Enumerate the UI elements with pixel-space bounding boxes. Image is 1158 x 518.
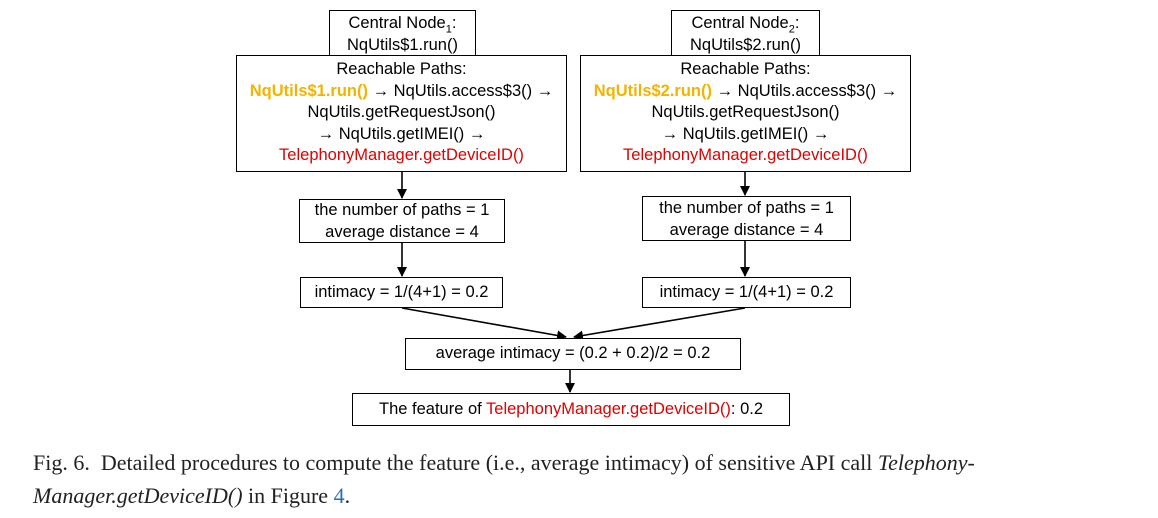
right-path-stats-box: the number of paths = 1 average distance… [642,196,851,241]
right-central-node-method: NqUtils$2.run() [690,35,801,54]
caption-api-part-2: Manager.getDeviceID() [33,483,243,508]
right-central-node-title: Central Node2: [691,14,800,36]
average-intimacy-box: average intimacy = (0.2 + 0.2)/2 = 0.2 [405,338,741,370]
feature-api: TelephonyManager.getDeviceID() [486,400,731,418]
figure-reference-link[interactable]: 4 [333,483,345,508]
right-reachable-paths-box: Reachable Paths: NqUtils$2.run() → NqUti… [580,55,911,172]
left-central-node-method: NqUtils$1.run() [347,35,458,54]
arrow-right-intimacy-to-average [573,307,746,341]
caption-label: Fig. 6. [33,450,90,475]
right-path-line-1: NqUtils$2.run() → NqUtils.access$3() → [593,81,898,100]
average-intimacy: average intimacy = (0.2 + 0.2)/2 = 0.2 [435,344,711,362]
feature-box: The feature of TelephonyManager.getDevic… [352,393,790,426]
right-num-paths: the number of paths = 1 [659,199,834,217]
right-paths-title: Reachable Paths: [680,60,811,78]
right-central-node-box: Central Node2: NqUtils$2.run() [671,10,820,57]
left-central-node-title: Central Node1: [348,14,457,36]
right-path-line-2: NqUtils.getRequestJson() [651,103,840,121]
left-avg-distance: average distance = 4 [325,222,479,241]
left-path-end: TelephonyManager.getDeviceID() [279,146,524,164]
right-path-end: TelephonyManager.getDeviceID() [623,146,868,164]
caption-text: Detailed procedures to compute the featu… [100,450,878,475]
right-intimacy-box: intimacy = 1/(4+1) = 0.2 [642,277,851,308]
caption-api-part-1: Telephony- [877,450,975,475]
left-central-node-box: Central Node1: NqUtils$1.run() [329,10,476,57]
right-intimacy: intimacy = 1/(4+1) = 0.2 [659,283,834,301]
left-num-paths: the number of paths = 1 [314,201,490,219]
left-path-line-1: NqUtils$1.run() → NqUtils.access$3() → [249,81,554,100]
left-path-line-2: NqUtils.getRequestJson() [307,103,496,121]
arrow-left-intimacy-to-average [401,307,567,341]
left-reachable-paths-box: Reachable Paths: NqUtils$1.run() → NqUti… [236,55,567,172]
right-path-line-3: → NqUtils.getIMEI() → [661,124,830,143]
figure-caption: Fig. 6. Detailed procedures to compute t… [33,450,975,508]
left-path-start: NqUtils$1.run() [249,81,369,100]
left-intimacy-box: intimacy = 1/(4+1) = 0.2 [300,277,503,308]
right-avg-distance: average distance = 4 [669,220,824,239]
right-path-start: NqUtils$2.run() [593,81,713,100]
left-paths-title: Reachable Paths: [336,60,467,78]
left-path-stats-box: the number of paths = 1 average distance… [299,199,505,243]
feature-text: The feature of TelephonyManager.getDevic… [378,400,764,418]
left-intimacy: intimacy = 1/(4+1) = 0.2 [314,283,489,301]
left-path-line-3: → NqUtils.getIMEI() → [317,124,486,143]
